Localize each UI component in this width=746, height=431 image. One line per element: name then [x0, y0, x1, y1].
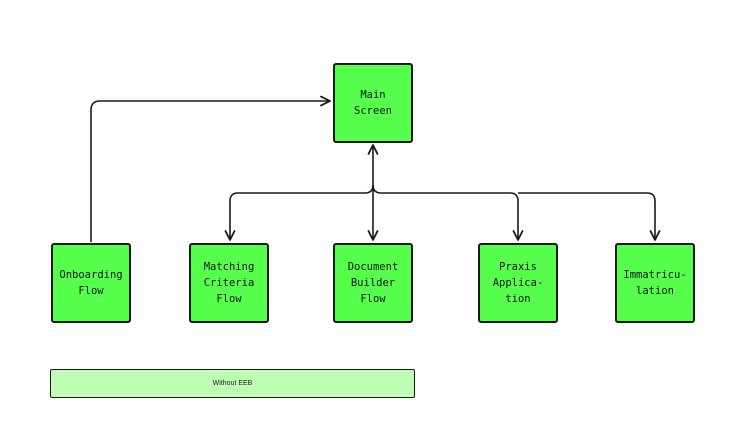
legend-label: Without EEB: [212, 380, 253, 387]
connector-main-to-immatriculation: [518, 192, 661, 241]
legend-without-eeb: Without EEB: [50, 369, 415, 398]
node-praxis-application[interactable]: Praxis Applica- tion: [478, 243, 558, 323]
node-main-screen[interactable]: Main Screen: [333, 63, 413, 143]
node-immatriculation[interactable]: Immatricu- lation: [615, 243, 695, 323]
node-document-builder-flow[interactable]: Document Builder Flow: [333, 243, 413, 323]
node-onboarding-flow[interactable]: Onboarding Flow: [51, 243, 131, 323]
connector-onboarding-to-main: [90, 95, 331, 242]
node-matching-criteria-flow[interactable]: Matching Criteria Flow: [189, 243, 269, 323]
connector-main-to-praxis: [372, 184, 524, 241]
connector-main-to-matching: [224, 184, 374, 241]
